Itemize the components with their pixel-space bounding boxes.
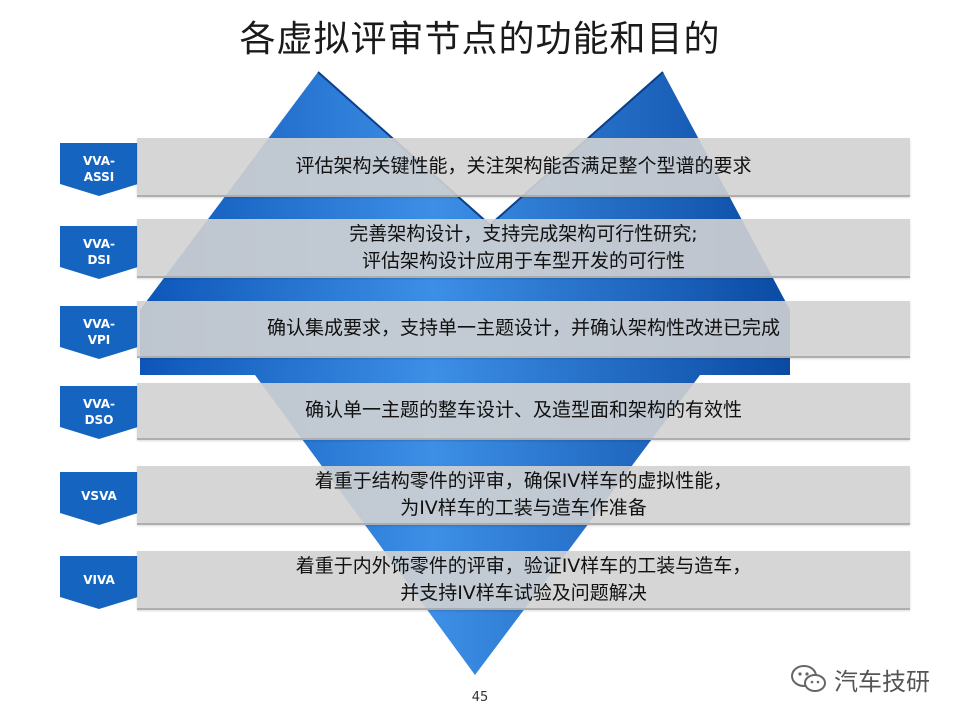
- tag-line1: VVA-: [82, 154, 116, 168]
- tag-chevron-icon: [60, 226, 138, 279]
- watermark: 汽车技研: [790, 662, 930, 696]
- description-line1: 确认集成要求，支持单一主题设计，并确认架构性改进已完成: [266, 317, 780, 339]
- description-line2: 并支持IV样车试验及问题解决: [400, 581, 647, 604]
- tag-line2: DSI: [87, 253, 111, 267]
- description-bar: 着重于结构零件的评审，确保IV样车的虚拟性能， 为IV样车的工装与造车作准备: [137, 466, 910, 525]
- tag-line1: VSVA: [81, 489, 117, 503]
- tag-chevron-icon: [60, 386, 138, 439]
- tag-line1: VVA-: [82, 317, 116, 331]
- description-bar: 评估架构关键性能，关注架构能否满足整个型谱的要求: [137, 138, 910, 197]
- tag-viva: VIVA: [60, 556, 138, 609]
- tag-chevron-icon: [60, 556, 138, 609]
- tag-chevron-icon: [60, 472, 138, 525]
- description-bar: 确认集成要求，支持单一主题设计，并确认架构性改进已完成: [137, 301, 910, 358]
- tag-line1: VVA-: [82, 237, 116, 251]
- tag-chevron-icon: [60, 306, 138, 359]
- tag-chevron-icon: [60, 143, 138, 196]
- description-line2: 评估架构设计应用于车型开发的可行性: [361, 249, 685, 272]
- description-line2: 为IV样车的工装与造车作准备: [400, 496, 647, 519]
- description-line1: 完善架构设计，支持完成架构可行性研究;: [349, 222, 698, 245]
- tag-line2: VPI: [87, 333, 111, 347]
- description-bar: 完善架构设计，支持完成架构可行性研究; 评估架构设计应用于车型开发的可行性: [137, 219, 910, 278]
- tag-vva-dsi: VVA- DSI: [60, 226, 138, 279]
- description-line1: 着重于内外饰零件的评审，验证IV样车的工装与造车，: [295, 554, 752, 577]
- tag-line1: VIVA: [83, 573, 115, 587]
- wechat-icon: [791, 665, 826, 692]
- tag-vva-vpi: VVA- VPI: [60, 306, 138, 359]
- tag-line2: ASSI: [83, 170, 115, 184]
- description-line1: 着重于结构零件的评审，确保IV样车的虚拟性能，: [314, 469, 733, 492]
- page-number: 45: [471, 690, 489, 705]
- page-title: 各虚拟评审节点的功能和目的: [239, 19, 721, 60]
- tag-vsva: VSVA: [60, 472, 138, 525]
- description-line1: 评估架构关键性能，关注架构能否满足整个型谱的要求: [295, 155, 752, 177]
- tag-line1: VVA-: [82, 397, 116, 411]
- tag-vva-assi: VVA- ASSI: [60, 143, 138, 196]
- watermark-text: 汽车技研: [834, 667, 930, 696]
- tag-vva-dso: VVA- DSO: [60, 386, 138, 439]
- description-bar: 确认单一主题的整车设计、及造型面和架构的有效性: [137, 383, 910, 440]
- description-line1: 确认单一主题的整车设计、及造型面和架构的有效性: [304, 399, 742, 421]
- description-bar: 着重于内外饰零件的评审，验证IV样车的工装与造车， 并支持IV样车试验及问题解决: [137, 551, 910, 610]
- tag-line2: DSO: [84, 413, 114, 427]
